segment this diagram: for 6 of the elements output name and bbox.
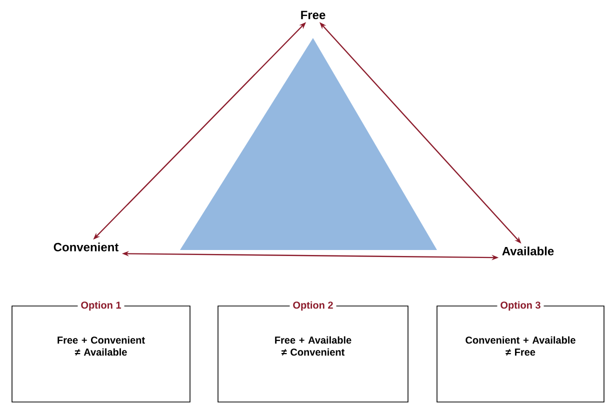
vertex-label: Free xyxy=(301,10,326,20)
vertex-label: Convenient xyxy=(54,242,119,252)
option-box: Option 3 Convenient + Available ≠ Free xyxy=(436,298,604,402)
option-box: Option 2 Free + Available ≠ Convenient xyxy=(218,298,408,402)
vertex-label: Available xyxy=(502,246,554,256)
option-box: Option 1 Free + Convenient ≠ Available xyxy=(12,298,190,402)
